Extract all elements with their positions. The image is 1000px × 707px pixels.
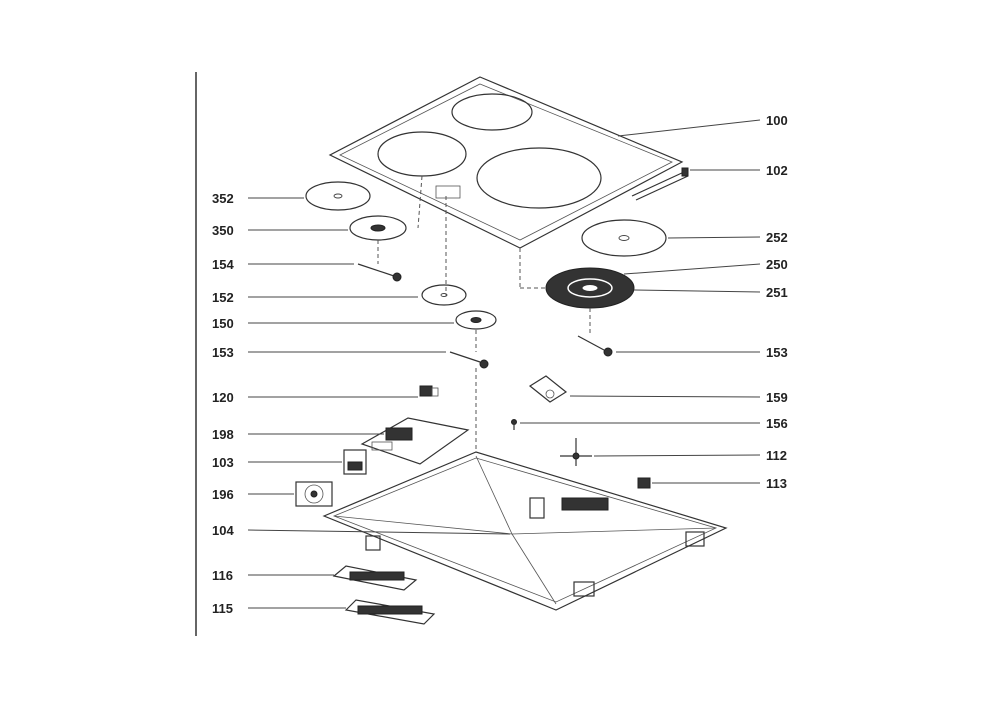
label-103: 103: [212, 455, 234, 470]
part-116-display-board: [332, 565, 418, 591]
part-120-clip: [419, 385, 439, 397]
part-153-screw-and-nut-left: [449, 351, 489, 369]
label-100: 100: [766, 113, 788, 128]
part-154-screw-and-nut: [357, 263, 402, 282]
label-120: 120: [212, 390, 234, 405]
label-252: 252: [766, 230, 788, 245]
part-103-connector-housing: [343, 449, 367, 475]
label-350: 350: [212, 223, 234, 238]
part-100-glass-top: [328, 76, 684, 249]
label-150: 150: [212, 316, 234, 331]
label-153-right: 153: [766, 345, 788, 360]
label-154: 154: [212, 257, 234, 272]
part-104-base-tray: [322, 451, 728, 611]
label-251: 251: [766, 285, 788, 300]
label-156: 156: [766, 416, 788, 431]
label-153-left: 153: [212, 345, 234, 360]
part-159-bracket: [528, 375, 568, 403]
label-198: 198: [212, 427, 234, 442]
label-196: 196: [212, 487, 234, 502]
assembly-dash-lines: [377, 175, 591, 452]
part-198-control-board: [360, 417, 470, 465]
label-113: 113: [766, 476, 787, 491]
label-116: 116: [212, 568, 233, 583]
part-250-heating-element-large: [545, 267, 635, 309]
part-252-insulation-disc-large: [581, 219, 667, 257]
label-112: 112: [766, 448, 787, 463]
label-115: 115: [212, 601, 233, 616]
part-350-heating-element-left: [349, 215, 407, 241]
label-104: 104: [212, 523, 234, 538]
label-352: 352: [212, 191, 234, 206]
part-115-touch-control-module: [344, 599, 436, 625]
part-150-heating-element-small: [455, 310, 497, 330]
part-113-clip: [637, 477, 651, 489]
part-196-cooling-fan: [295, 481, 333, 507]
label-152: 152: [212, 290, 234, 305]
part-152-insulation-disc-small: [421, 284, 467, 306]
part-352-insulation-disc: [305, 181, 371, 211]
label-159: 159: [766, 390, 788, 405]
label-250: 250: [766, 257, 788, 272]
part-153-screw-and-nut-right: [577, 335, 613, 357]
leader-lines: [247, 119, 761, 609]
part-labels: 100 102 352 350 252 250 154 251 152 150 …: [212, 113, 788, 616]
part-112-sensor-wiring: [560, 438, 592, 466]
part-102-trim-strip: [631, 167, 689, 201]
label-102: 102: [766, 163, 788, 178]
part-156-screw: [511, 419, 517, 430]
